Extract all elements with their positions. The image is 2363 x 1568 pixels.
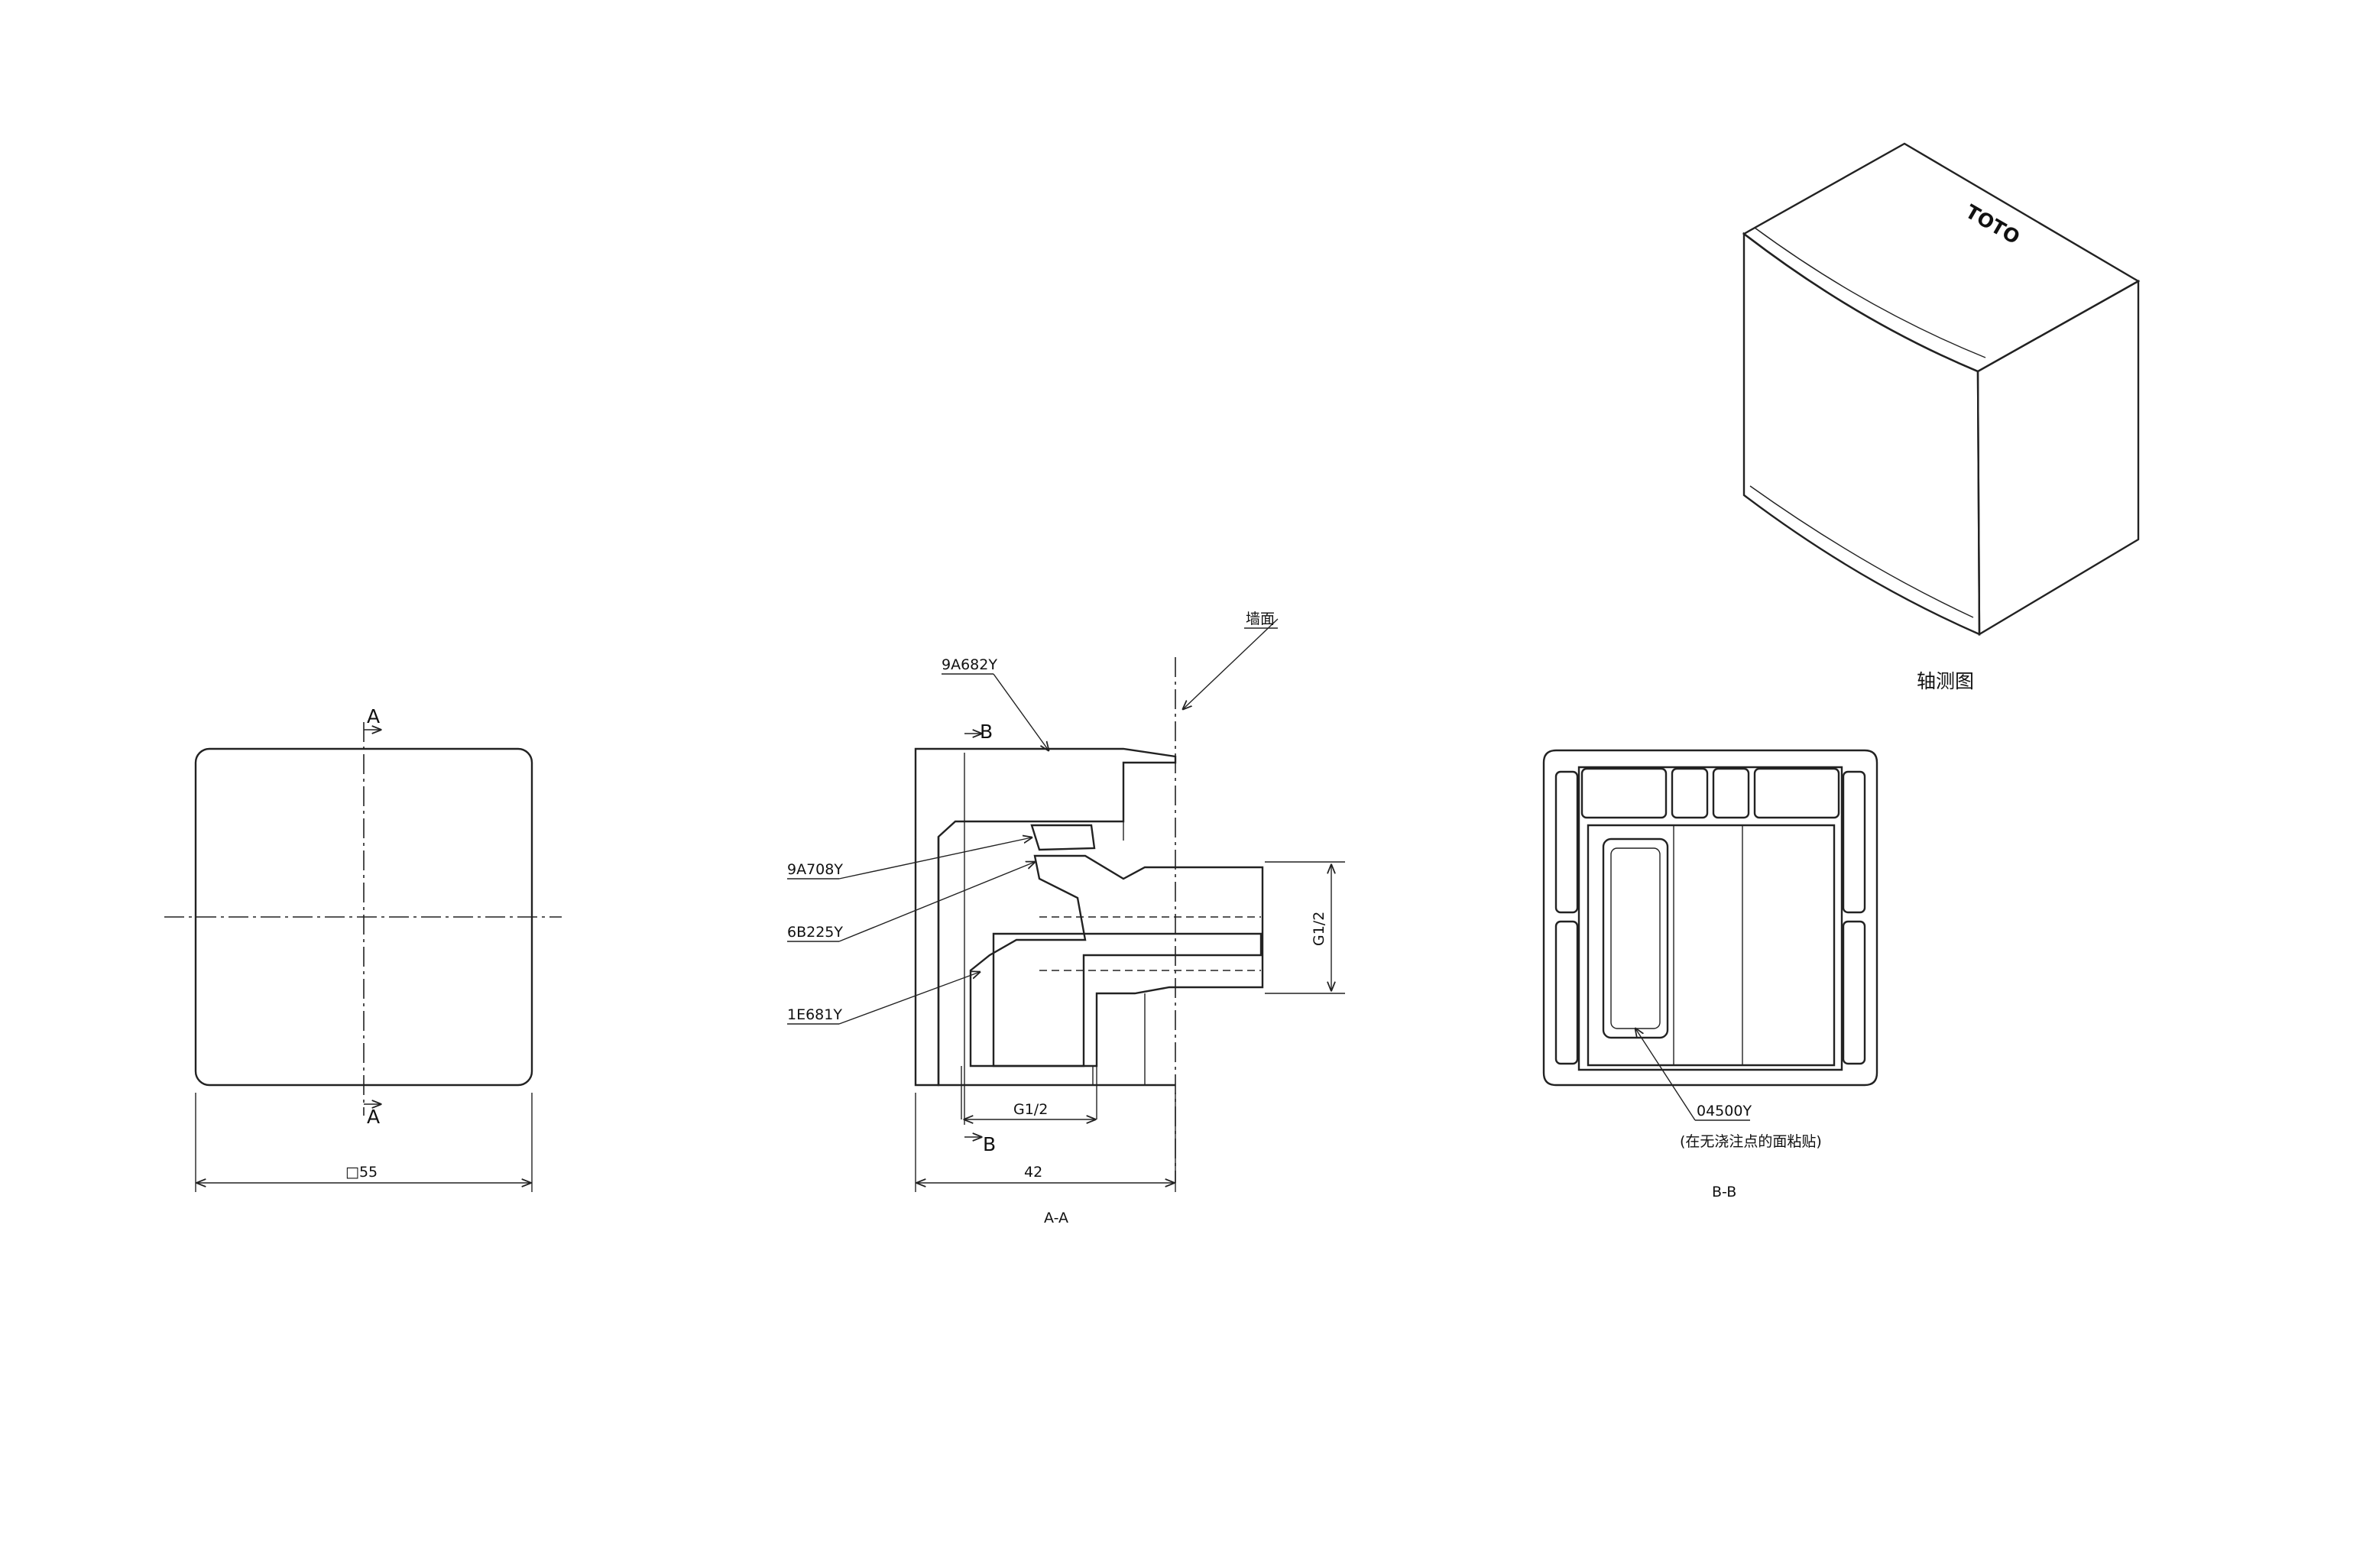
part-note-04500y: (在无浇注点的面粘贴) bbox=[1680, 1133, 1822, 1150]
thread-bottom-label: G1/2 bbox=[1013, 1101, 1048, 1118]
bb-pocket bbox=[1580, 767, 1668, 819]
bb-pocket bbox=[1554, 920, 1579, 1065]
isometric-view: TOTO 轴测图 bbox=[1742, 142, 2141, 692]
section-mark-a-top: A bbox=[367, 705, 380, 727]
bb-pocket bbox=[1712, 767, 1750, 819]
part-label-6b225y: 6B225Y bbox=[787, 924, 843, 941]
cut-mark-b-bottom: B bbox=[983, 1133, 996, 1155]
front-view-width-label: □55 bbox=[345, 1164, 378, 1181]
bb-pocket bbox=[1671, 767, 1709, 819]
section-mark-a-bottom: A bbox=[367, 1106, 380, 1128]
part-label-9a708y: 9A708Y bbox=[787, 861, 843, 878]
cut-mark-b-top: B bbox=[980, 721, 993, 743]
elbow-body bbox=[969, 854, 1264, 1067]
front-view: A A □55 bbox=[164, 705, 562, 1192]
section-b-b: 04500Y (在无浇注点的面粘贴) B-B bbox=[1542, 749, 1878, 1200]
section-b-b-title: B-B bbox=[1712, 1184, 1736, 1200]
section-a-a-title: A-A bbox=[1044, 1210, 1068, 1226]
bb-pocket bbox=[1842, 770, 1866, 914]
iso-left-face bbox=[1742, 232, 1981, 636]
elbow-bore bbox=[992, 932, 1263, 1067]
insert-9a708y bbox=[1030, 824, 1096, 851]
part-label-1e681y: 1E681Y bbox=[787, 1006, 842, 1023]
label-04500y-area bbox=[1602, 837, 1669, 1039]
bb-pocket bbox=[1842, 920, 1866, 1065]
depth-label: 42 bbox=[1024, 1164, 1042, 1181]
section-a-a: 墙面 B B 9A682Y 9A708Y 6B22 bbox=[787, 611, 1345, 1226]
iso-right-face bbox=[1976, 279, 2140, 637]
bb-pocket bbox=[1554, 770, 1579, 914]
thread-right-label: G1/2 bbox=[1311, 912, 1327, 946]
part-label-04500y: 04500Y bbox=[1697, 1103, 1752, 1119]
iso-top-face bbox=[1742, 142, 2141, 373]
wall-label: 墙面 bbox=[1246, 611, 1275, 627]
part-label-9a682y: 9A682Y bbox=[942, 656, 997, 673]
bb-pocket bbox=[1753, 767, 1840, 819]
bb-shell bbox=[1542, 749, 1878, 1087]
iso-view-title: 轴测图 bbox=[1917, 670, 1974, 692]
